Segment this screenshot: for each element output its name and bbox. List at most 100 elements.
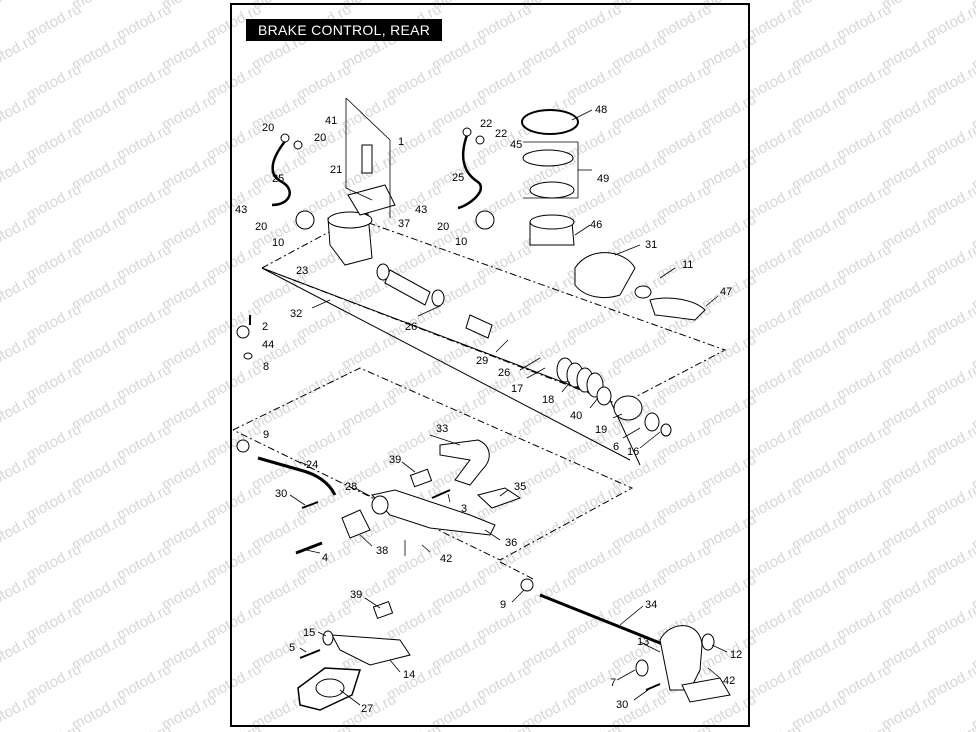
hose-47	[649, 297, 706, 321]
lever-13	[659, 625, 703, 691]
part-label: 41	[325, 115, 337, 127]
part-label: 7	[610, 677, 616, 689]
bolt-4	[295, 541, 323, 555]
part-label: 10	[455, 236, 467, 248]
part-label: 31	[645, 239, 657, 251]
washer-15	[322, 630, 334, 646]
bushing-39a	[409, 468, 433, 488]
part-label: 40	[570, 410, 582, 422]
part-label: 9	[500, 599, 506, 611]
part-label: 37	[398, 218, 410, 230]
part-label: 10	[272, 237, 284, 249]
part-label: 26	[498, 367, 510, 379]
boot-19	[613, 395, 643, 421]
part-label: 44	[262, 339, 274, 351]
part-label: 20	[255, 221, 267, 233]
shaft-34	[539, 593, 666, 647]
part-label: 21	[330, 164, 342, 176]
part-label: 42	[723, 675, 735, 687]
part-label: 4	[322, 552, 328, 564]
brake-line-right	[457, 134, 483, 210]
piston-seal-b	[376, 263, 390, 281]
part-label: 8	[263, 361, 269, 373]
part-label: 42	[440, 553, 452, 565]
part-label: 23	[296, 265, 308, 277]
ring-16	[660, 423, 672, 437]
cylinder-cap	[327, 211, 373, 229]
pedal-pivot	[371, 495, 389, 515]
boot-31	[574, 252, 636, 298]
part-label: 12	[730, 649, 742, 661]
part-label: 25	[272, 173, 284, 185]
reservoir-cap-48	[521, 109, 579, 135]
brake-line-left	[271, 139, 291, 207]
part-number-labels: 1 41 20 20 21 25 43 20 10 37 23 22 22 45…	[235, 104, 742, 715]
banjo-22a	[462, 127, 472, 137]
diagram-title: BRAKE CONTROL, REAR	[246, 19, 443, 41]
part-label: 20	[314, 132, 326, 144]
part-label: 26	[405, 321, 417, 333]
washer-10b	[475, 210, 495, 230]
leader-lines	[289, 97, 728, 706]
banjo-22b	[475, 135, 485, 145]
pedal-pad-right	[681, 677, 731, 703]
piston-26b	[465, 314, 493, 339]
diagram-frame	[230, 3, 750, 727]
part-label: 45	[510, 139, 522, 151]
part-label: 5	[289, 642, 295, 654]
part-label: 27	[361, 703, 373, 715]
banjo-20a	[280, 133, 290, 143]
part-label: 6	[613, 441, 619, 453]
part-label: 15	[303, 627, 315, 639]
seal-49	[529, 181, 575, 199]
rod-24	[257, 456, 337, 496]
pedal-pad-35	[476, 487, 522, 509]
part-label: 19	[595, 424, 607, 436]
part-label: 38	[376, 545, 388, 557]
washer-8	[243, 352, 253, 360]
diaphragm-49	[522, 149, 574, 167]
pin-30b	[645, 683, 661, 691]
footpeg-pad-inner	[315, 678, 345, 698]
part-label: 17	[511, 383, 523, 395]
part-label: 1	[398, 136, 404, 148]
part-label: 25	[452, 172, 464, 184]
part-label: 39	[389, 454, 401, 466]
bushing-38	[341, 509, 371, 539]
part-label: 18	[542, 394, 554, 406]
part-label: 30	[275, 488, 287, 500]
group-outline-edge	[261, 267, 631, 461]
washer-6	[644, 412, 660, 432]
spring-18	[556, 357, 604, 398]
part-label: 30	[616, 699, 628, 711]
part-label: 28	[345, 481, 357, 493]
reservoir-top	[529, 214, 575, 230]
part-label: 14	[403, 669, 415, 681]
lever-33	[439, 439, 490, 486]
part-label: 20	[262, 122, 274, 134]
part-label: 48	[595, 104, 607, 116]
fitting-44	[236, 325, 250, 339]
part-label: 20	[437, 221, 449, 233]
part-label: 34	[645, 599, 657, 611]
piston-seal	[431, 289, 445, 307]
part-label: 33	[436, 423, 448, 435]
part-label: 32	[290, 308, 302, 320]
group-outline-pedal	[232, 367, 634, 561]
ring-7	[635, 659, 649, 677]
part-label: 22	[480, 118, 492, 130]
bolt-3	[431, 489, 451, 499]
part-label: 13	[637, 636, 649, 648]
part-label: 29	[476, 355, 488, 367]
part-label: 24	[306, 459, 318, 471]
part-label: 35	[514, 481, 526, 493]
bushing-39b	[372, 600, 394, 620]
part-label: 11	[682, 259, 693, 271]
pin-30a	[301, 501, 319, 509]
group-outline-right-pedal	[499, 561, 536, 581]
banjo-20b	[293, 140, 303, 150]
part-label: 16	[627, 446, 639, 458]
part-label: 49	[597, 173, 609, 185]
brake-pedal-36	[371, 489, 496, 536]
part-label: 39	[350, 589, 362, 601]
